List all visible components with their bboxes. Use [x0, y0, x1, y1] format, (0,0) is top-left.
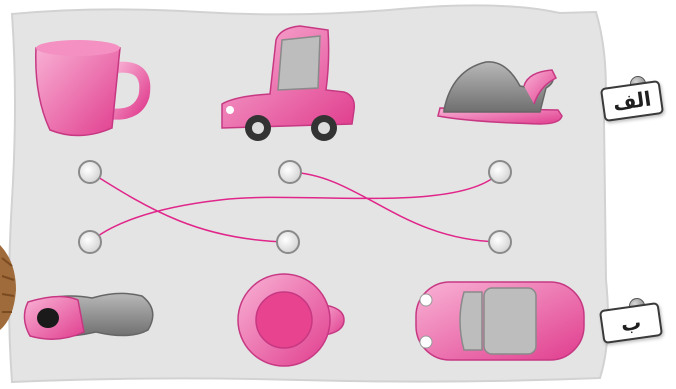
dot-row-a-3[interactable] [488, 160, 512, 184]
match-line-3 [89, 171, 501, 243]
matching-lines [89, 171, 501, 243]
car-side-icon [221, 25, 356, 141]
dot-row-b-3[interactable] [488, 230, 512, 254]
slipper-top-icon [23, 292, 154, 340]
connection-dots[interactable] [78, 160, 512, 254]
basket-decoration [0, 245, 16, 330]
match-line-2 [289, 171, 501, 243]
dot-row-b-2[interactable] [276, 230, 300, 254]
slipper-side-icon [437, 61, 563, 125]
car-top-icon [415, 281, 585, 361]
dot-row-b-1[interactable] [78, 230, 102, 254]
mug-top-icon [237, 273, 345, 367]
mug-side-icon [35, 40, 151, 137]
dot-row-a-1[interactable] [78, 160, 102, 184]
dot-row-a-2[interactable] [278, 160, 302, 184]
match-line-1 [89, 171, 289, 243]
